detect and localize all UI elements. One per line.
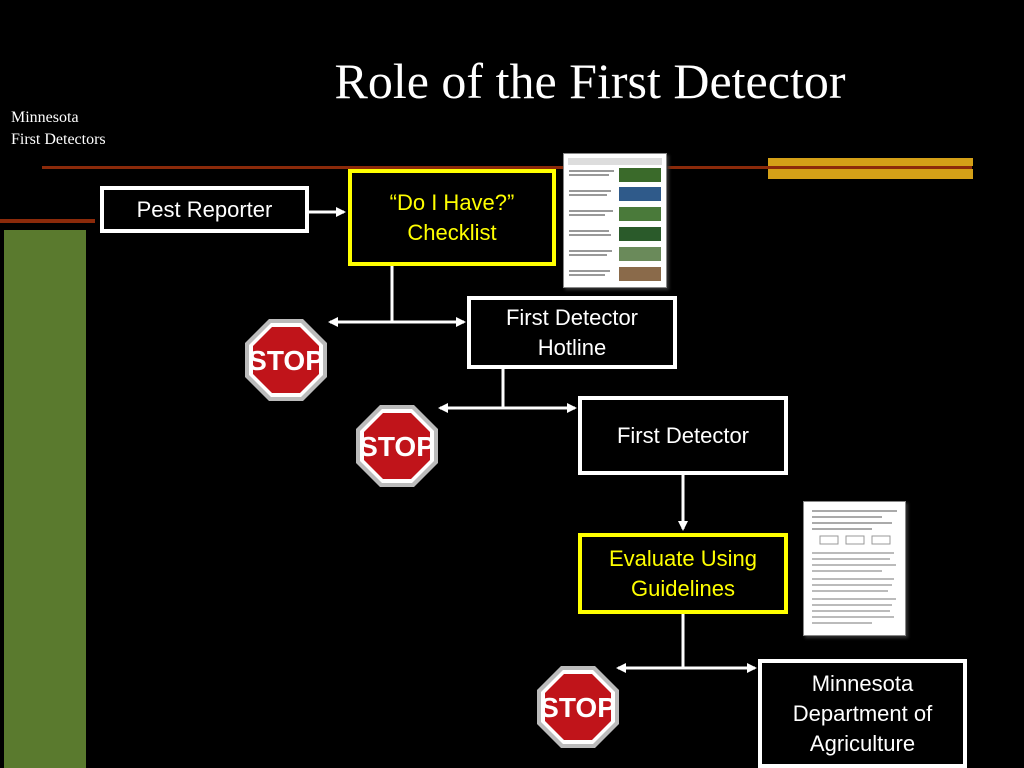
slide-title: Role of the First Detector (334, 53, 846, 109)
organization-label: Minnesota First Detectors (11, 107, 106, 151)
gold-bar-upper (768, 158, 973, 166)
stop-sign-label: STOP (248, 345, 324, 376)
pest-reporter-box: Pest Reporter (100, 186, 309, 233)
stop-sign-label: STOP (359, 431, 435, 462)
pest-reporter-label: Pest Reporter (136, 196, 273, 222)
accent-line-left (0, 219, 95, 223)
guidelines-document-icon (803, 501, 906, 636)
green-sidebar (4, 230, 86, 768)
org-line-1: Minnesota (11, 109, 79, 126)
mda-label: Minnesota Department of Agriculture (792, 670, 933, 756)
guidelines-document-thumbnail (812, 510, 897, 624)
first-detector-box: First Detector (578, 396, 788, 475)
hotline-label: First Detector Hotline (505, 304, 639, 360)
accent-line-top (42, 166, 972, 169)
stop-sign-label: STOP (540, 692, 616, 723)
gold-bar-lower (768, 169, 973, 179)
checklist-document-icon (563, 153, 667, 288)
checklist-document-thumbnail (568, 158, 662, 281)
stop-sign-icon: STOP (356, 405, 438, 487)
stop-sign-icon: STOP (245, 319, 327, 401)
first-detector-label: First Detector (616, 422, 750, 448)
checklist-box: “Do I Have?” Checklist (348, 169, 556, 266)
checklist-label: “Do I Have?” Checklist (389, 189, 515, 245)
evaluate-box: Evaluate Using Guidelines (578, 533, 788, 614)
org-line-2: First Detectors (11, 131, 106, 148)
stop-sign-icon: STOP (537, 666, 619, 748)
evaluate-label: Evaluate Using Guidelines (609, 545, 757, 601)
hotline-box: First Detector Hotline (467, 296, 677, 369)
mda-box: Minnesota Department of Agriculture (758, 659, 967, 768)
